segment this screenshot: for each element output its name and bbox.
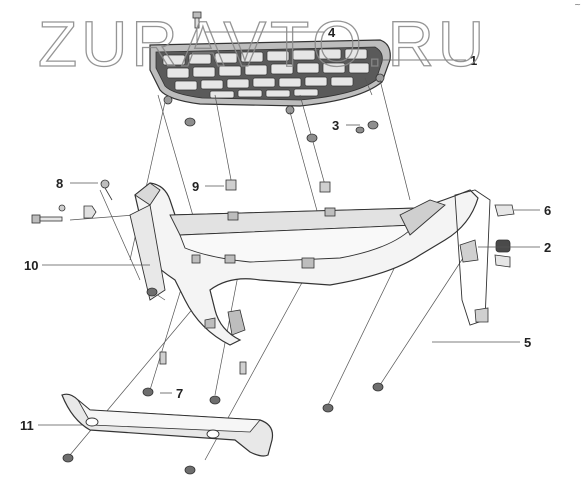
nut-icon <box>209 395 221 405</box>
nut-icon <box>367 120 379 130</box>
nut-icon <box>184 465 196 475</box>
bolt-icon <box>192 11 202 29</box>
pin-icon <box>159 351 167 365</box>
corner-mark: ~ <box>574 0 581 9</box>
callout-label: 5 <box>524 335 531 350</box>
callout-label: 6 <box>544 203 551 218</box>
callout-label: 4 <box>328 25 336 40</box>
cap-icon <box>495 239 511 253</box>
nut-icon <box>146 287 158 297</box>
nut-icon <box>62 453 74 463</box>
part-lower-trim <box>61 393 274 457</box>
nut-icon <box>306 133 318 143</box>
push-clip-icon <box>31 204 97 224</box>
part-upper-grille <box>149 39 391 115</box>
callout-label: 11 <box>20 418 34 433</box>
callout-label: 7 <box>176 386 183 401</box>
nut-icon <box>355 126 365 134</box>
part-side-bracket <box>454 189 491 326</box>
nut-icon <box>372 382 384 392</box>
callout-leaders <box>38 31 540 426</box>
callout-label: 10 <box>24 258 38 273</box>
callout-label: 3 <box>332 118 339 133</box>
fasteners <box>31 11 515 475</box>
clip-icon <box>319 181 331 193</box>
callout-label: 9 <box>192 179 199 194</box>
clip-icon <box>494 204 515 268</box>
callout-label: 8 <box>56 176 63 191</box>
callout-label: 2 <box>544 240 551 255</box>
pin-icon <box>239 361 247 375</box>
nut-icon <box>322 403 334 413</box>
callout-label: 1 <box>470 53 477 68</box>
clip-icon <box>225 179 237 191</box>
callout-labels: 1 2 3 4 5 6 7 8 9 10 11 <box>20 25 551 433</box>
nut-icon <box>184 117 196 127</box>
part-lower-tray <box>129 182 479 346</box>
nut-icon <box>142 387 154 397</box>
screw-icon <box>100 179 113 201</box>
watermark-text: ZURAVTO.RU <box>38 8 488 80</box>
